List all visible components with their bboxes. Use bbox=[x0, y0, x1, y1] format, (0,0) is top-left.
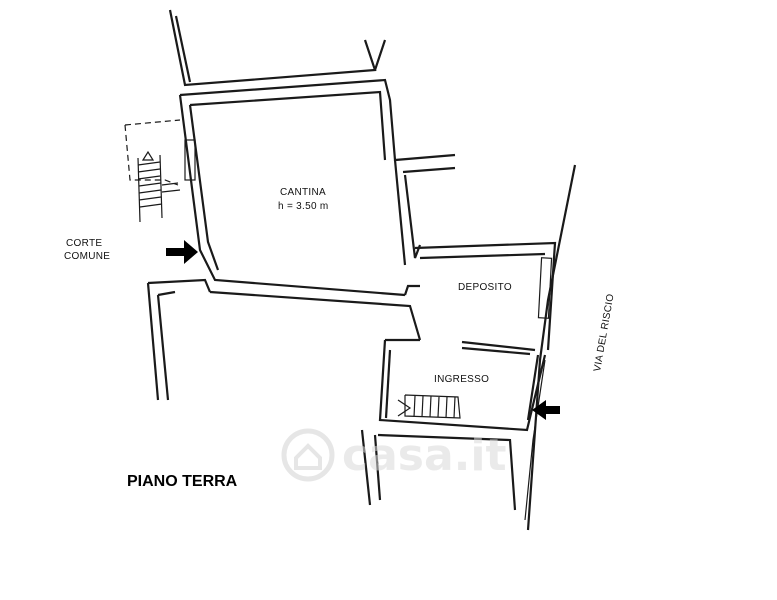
floor-title: PIANO TERRA bbox=[127, 473, 238, 490]
entrance-arrow-right bbox=[532, 400, 560, 420]
lower-left-walls bbox=[146, 278, 212, 401]
watermark-text: casa.it bbox=[342, 430, 506, 481]
room-label-cantina: CANTINA bbox=[280, 187, 326, 198]
cantina-walls bbox=[178, 78, 456, 341]
room-label-deposito: DEPOSITO bbox=[458, 282, 512, 293]
ingresso-walls bbox=[378, 338, 547, 432]
deposito-walls bbox=[414, 241, 557, 356]
exterior-stair bbox=[124, 119, 181, 223]
top-walls bbox=[168, 9, 387, 87]
lower-walls bbox=[360, 429, 517, 511]
corte-label-line2: COMUNE bbox=[64, 251, 110, 262]
interior-stair bbox=[397, 394, 461, 419]
room-label-ingresso: INGRESSO bbox=[434, 374, 489, 385]
cantina-window bbox=[184, 139, 196, 181]
entrance-arrow-left bbox=[166, 240, 198, 264]
room-height-cantina: h = 3.50 m bbox=[278, 201, 329, 212]
watermark: casa.it bbox=[281, 428, 506, 482]
street-label: VIA DEL RISCIO bbox=[592, 293, 617, 373]
street-edge bbox=[524, 164, 577, 531]
corte-label-line1: CORTE bbox=[66, 238, 102, 249]
